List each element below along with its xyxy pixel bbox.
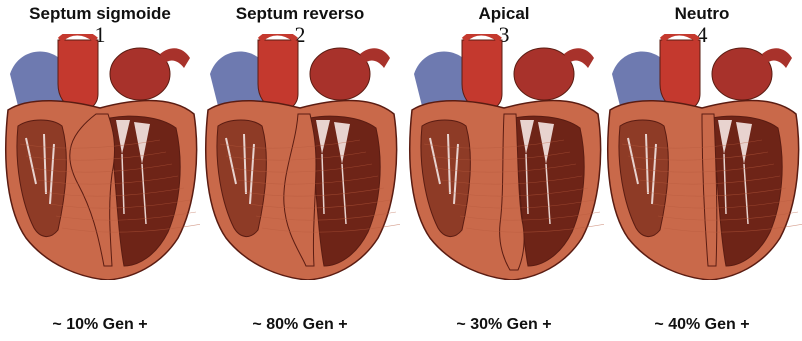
heart-illustration: [404, 34, 604, 280]
aorta: [58, 40, 98, 111]
panel-caption: ~ 40% Gen +: [602, 316, 802, 334]
aorta: [258, 40, 298, 111]
heart-illustration: [200, 34, 400, 280]
heart-illustration: [602, 34, 802, 280]
panel-caption: ~ 80% Gen +: [200, 316, 400, 334]
heart-illustration: [0, 34, 200, 280]
panel-title: Neutro: [602, 4, 802, 24]
panel-title: Apical: [404, 4, 604, 24]
aorta: [462, 40, 502, 111]
aorta: [660, 40, 700, 111]
aortic-arch: [464, 34, 500, 40]
panel-1: Septum sigmoide 1 ~ 10% Gen +: [0, 0, 200, 341]
panel-4: Neutro 4 ~ 40% Gen +: [602, 0, 802, 341]
aortic-arch: [260, 34, 296, 40]
aortic-arch: [662, 34, 698, 40]
panel-3: Apical 3 ~ 30% Gen +: [404, 0, 604, 341]
panel-2: Septum reverso 2 ~ 80% Gen +: [200, 0, 400, 341]
panel-title: Septum reverso: [200, 4, 400, 24]
panel-caption: ~ 30% Gen +: [404, 316, 604, 334]
aortic-arch: [60, 34, 96, 40]
panel-caption: ~ 10% Gen +: [0, 316, 200, 334]
panel-title: Septum sigmoide: [0, 4, 200, 24]
